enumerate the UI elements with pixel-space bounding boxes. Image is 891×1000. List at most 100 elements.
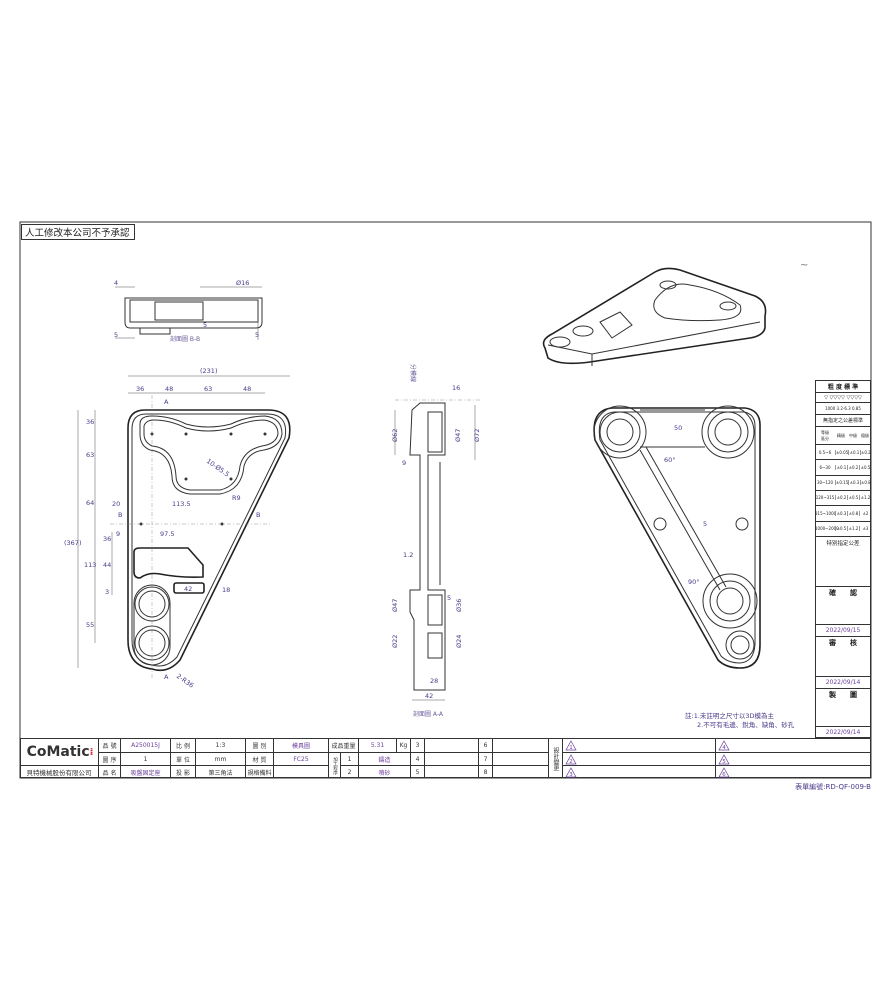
unit-value: mm	[195, 752, 245, 765]
dim-label: 90°	[688, 578, 700, 586]
tolerance-value: ±0.05	[835, 449, 849, 455]
section-marker: A	[164, 398, 169, 406]
tolerance-range: 1000~2000	[815, 526, 839, 531]
process-no: 2	[340, 765, 358, 778]
dim-label: 48	[243, 385, 251, 393]
name-value: 吸盤固定座	[120, 765, 170, 778]
projection-value: 第三角法	[195, 765, 245, 778]
review-label: 審 核	[815, 636, 871, 648]
blank-cell	[424, 765, 478, 778]
dim-label: 5	[114, 331, 118, 339]
process-name: 噴砂	[358, 765, 410, 778]
dim-label: 63	[86, 451, 94, 459]
dim-label: 18	[222, 586, 230, 594]
tolerance-range: 0.5~6	[818, 449, 832, 455]
blank-cell	[424, 752, 478, 765]
type-label: 圖 別	[245, 739, 273, 752]
tolerance-range: 30~120	[816, 480, 834, 486]
dim-label: 50	[674, 424, 682, 432]
revision-row: 6	[715, 765, 871, 778]
tolerance-value: ±0.8	[847, 510, 859, 516]
review-date: 2022/09/14	[815, 676, 871, 688]
tolerance-value: ±1.2	[859, 495, 871, 501]
dim-label: 3	[105, 588, 109, 596]
tolerance-value: ±2	[859, 510, 871, 516]
tolerance-range: 6~30	[819, 464, 831, 470]
note-1: 註:1.未註明之尺寸以3D模為主	[685, 712, 775, 720]
tolerance-row: 30~120±0.15±0.3±0.8	[815, 474, 871, 490]
confirm-date: 2022/09/15	[815, 624, 871, 636]
dim-label: Ø24	[455, 635, 463, 648]
dim-label: 1.2	[403, 551, 413, 559]
roughness-values: 1000 3.2-6.3 0.85	[815, 402, 871, 414]
revision-triangle-icon: 3	[565, 766, 577, 778]
process-no: 1	[340, 752, 358, 765]
dim-label: 36	[86, 418, 94, 426]
blank-cell	[424, 739, 478, 752]
dim-label: 9	[116, 530, 120, 538]
blank-cell	[492, 752, 548, 765]
dim-label: 9	[402, 459, 406, 467]
section-marker: A	[164, 673, 169, 681]
process-name: 鑄造	[358, 752, 410, 765]
dim-label: 113.5	[172, 500, 191, 508]
tolerance-value: ±0.8	[859, 480, 871, 486]
process-label: 加工程序	[328, 752, 340, 778]
warning-banner: 人工修改本公司不予承認	[21, 224, 135, 240]
plan-view: (231) 36 48 63 48 A A 36 63 64 (367) 113…	[64, 367, 291, 690]
dim-label: 60°	[664, 456, 676, 464]
part-no-label: 品 號	[98, 739, 120, 752]
parting-line-label: 分模線	[409, 364, 417, 382]
revision-no: 3	[569, 771, 573, 778]
spec-value	[273, 765, 328, 778]
row-no: 4	[410, 752, 424, 765]
blank-cell	[492, 739, 548, 752]
dim-label: 36	[136, 385, 144, 393]
revision-row: 2	[562, 752, 715, 765]
revision-row: 3	[562, 765, 715, 778]
revision-row: 4	[715, 739, 871, 752]
drawing-frame	[19, 221, 872, 779]
roughness-title: 粗 度 標 準	[815, 380, 871, 392]
seq-label: 圖 序	[98, 752, 120, 765]
dim-label: R9	[232, 494, 241, 502]
dim-label: Ø36	[455, 599, 463, 612]
revision-triangle-icon: 6	[718, 766, 730, 778]
dim-label: 44	[103, 561, 111, 569]
grade-2: 粗級	[861, 432, 869, 438]
tilde-mark: ~	[800, 260, 808, 271]
row-no: 3	[410, 739, 424, 752]
dim-label: Ø16	[236, 279, 249, 287]
dim-label: 42	[425, 692, 433, 700]
part-no-value: A250015J	[120, 739, 170, 752]
tolerance-row: 0.5~6±0.05±0.1±0.2	[815, 444, 871, 459]
revision-label: 設計變更	[548, 739, 562, 778]
revision-triangle-icon: 4	[718, 740, 730, 751]
dim-label: Ø62	[391, 429, 399, 442]
draw-label: 製 圖	[815, 688, 871, 700]
dim-label: 5	[203, 321, 207, 329]
tolerance-value: ±0.15	[835, 480, 849, 486]
tolerance-value: ±0.2	[859, 449, 871, 455]
tolerance-value: ±0.5	[835, 526, 847, 531]
form-number: 表單編號:RD-QF-009-B	[795, 783, 871, 791]
tolerance-value: ±0.2	[847, 464, 859, 470]
revision-no: 2	[569, 758, 573, 765]
revision-row: 5	[715, 752, 871, 765]
revision-triangle-icon: 2	[565, 753, 577, 765]
confirm-label: 確 認	[815, 586, 871, 598]
tolerance-value: ±0.1	[835, 464, 847, 470]
dim-label: 5	[703, 520, 707, 528]
special-tolerance: 特別指定公差	[815, 536, 871, 548]
tolerance-value: ±0.3	[835, 510, 847, 516]
dim-label: (367)	[64, 539, 81, 547]
dim-label: 28	[430, 677, 438, 685]
tolerance-range: 120~315	[815, 495, 835, 501]
dim-label: 20	[112, 500, 120, 508]
company-name: 貝特機械股份有限公司	[20, 765, 98, 778]
dim-label: Ø47	[391, 599, 399, 612]
company-logo: CoMatic⁞	[22, 740, 98, 764]
revision-no: 4	[722, 745, 726, 751]
dim-label: 64	[86, 499, 94, 507]
